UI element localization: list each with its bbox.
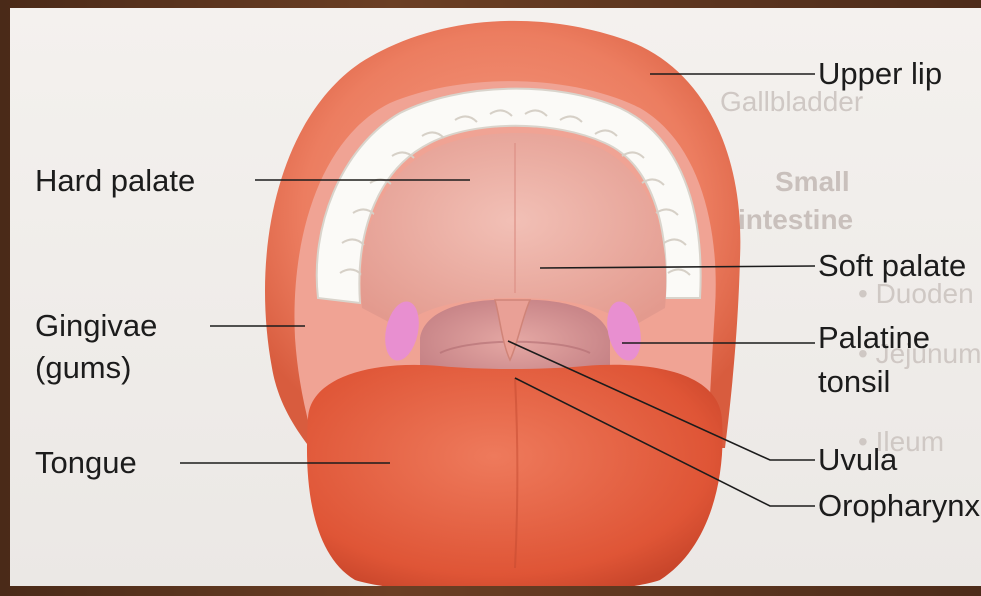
label-hard-palate: Hard palate: [35, 163, 195, 199]
label-gums: (gums): [35, 350, 131, 386]
label-soft-palate: Soft palate: [818, 248, 966, 284]
label-palatine: Palatine: [818, 320, 930, 356]
label-uvula: Uvula: [818, 442, 897, 478]
label-tonsil: tonsil: [818, 364, 890, 400]
label-gingivae: Gingivae: [35, 308, 157, 344]
label-upper-lip: Upper lip: [818, 56, 942, 92]
label-oropharynx: Oropharynx: [818, 488, 980, 524]
label-tongue: Tongue: [35, 445, 137, 481]
textbook-page: Gallbladder Small intestine • Duoden • J…: [10, 8, 981, 586]
tongue: [307, 365, 723, 586]
